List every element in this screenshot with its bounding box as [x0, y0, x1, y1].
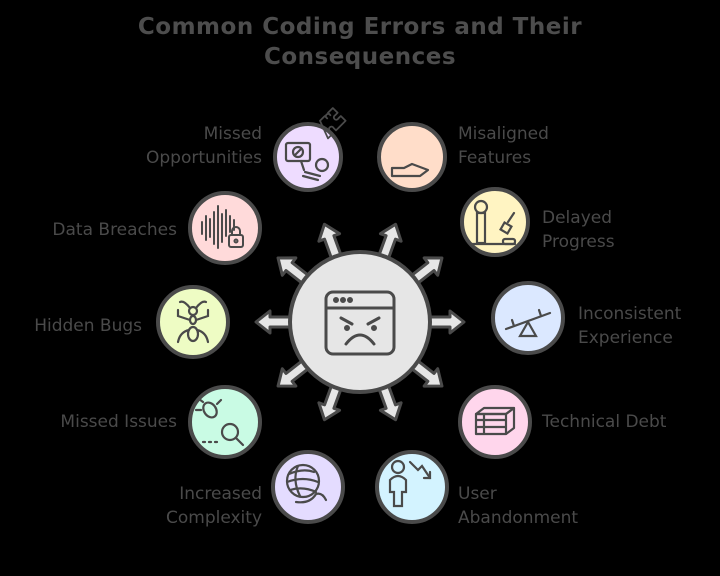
label-data-breaches: Data Breaches: [52, 220, 177, 240]
node-hidden-bugs: [156, 285, 230, 359]
user-decline-icon: [388, 459, 432, 508]
central-hub: [288, 250, 432, 394]
label-missed-issues: Missed Issues: [60, 412, 177, 432]
label-inconsistent-experience: Inconsistent Experience: [578, 304, 682, 348]
label-technical-debt: Technical Debt: [542, 412, 667, 432]
node-delayed-progress: [460, 187, 530, 257]
diagram-title-line2: Consequences: [263, 44, 457, 70]
angry-browser-window-icon: [324, 290, 396, 356]
diagram-title-line1: Common Coding Errors and Their: [137, 14, 583, 40]
yarn-ball-icon: [285, 463, 328, 504]
ant-icon: [176, 300, 210, 344]
node-data-breaches: [188, 191, 262, 265]
bug-magnifier-icon: [194, 397, 245, 447]
label-missed-opportunities: Missed Opportunities: [146, 124, 262, 168]
label-user-abandonment: User Abandonment: [458, 484, 579, 528]
node-user-abandonment: [375, 450, 449, 524]
node-missed-opportunities: [273, 122, 343, 192]
high-striker-icon: [468, 199, 517, 246]
blocked-sign-person-icon: [284, 141, 330, 182]
node-misaligned-features: [319, 107, 447, 192]
puzzle-hand-icon: [319, 107, 430, 178]
node-increased-complexity: [271, 450, 345, 524]
label-misaligned-features: Misaligned Features: [458, 124, 549, 168]
money-stack-icon: [474, 406, 516, 436]
seesaw-icon: [504, 308, 552, 338]
soundwave-lock-icon: [201, 205, 244, 249]
label-hidden-bugs: Hidden Bugs: [34, 316, 142, 336]
node-missed-issues: [188, 385, 262, 459]
node-inconsistent-experience: [491, 281, 565, 355]
label-delayed-progress: Delayed Progress: [542, 208, 615, 252]
node-technical-debt: [458, 385, 532, 459]
label-increased-complexity: Increased Complexity: [165, 484, 262, 528]
